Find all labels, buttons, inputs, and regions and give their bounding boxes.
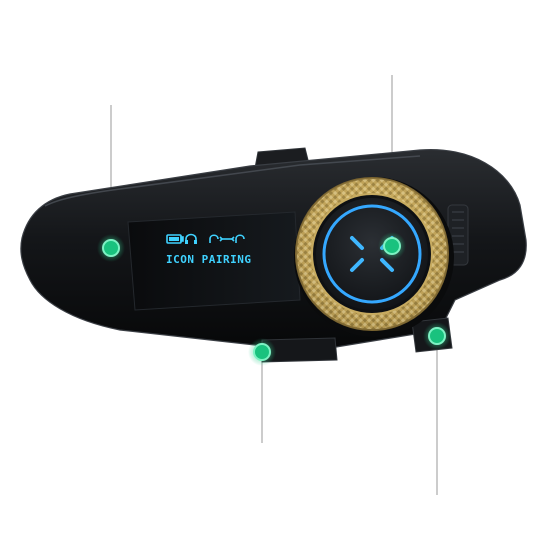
display-panel: [127, 211, 301, 311]
side-grip-ridges: [452, 211, 464, 253]
hotspot-left-panel[interactable]: [97, 234, 125, 262]
hotspot-right-button[interactable]: [423, 322, 451, 350]
hotspot-bottom-edge[interactable]: [248, 338, 276, 366]
headphone-icon: [185, 233, 197, 244]
hotspot-center-dial[interactable]: [378, 232, 406, 260]
dial-face: [316, 198, 428, 310]
display-status-icons: [166, 233, 245, 244]
dial-blue-ring: [322, 204, 422, 304]
battery-icon: [166, 234, 184, 244]
body-highlight: [44, 155, 421, 207]
control-dial[interactable]: [294, 177, 454, 337]
intercom-link-icon: [209, 234, 245, 243]
display-mode-label: ICON PAIRING: [166, 253, 251, 266]
